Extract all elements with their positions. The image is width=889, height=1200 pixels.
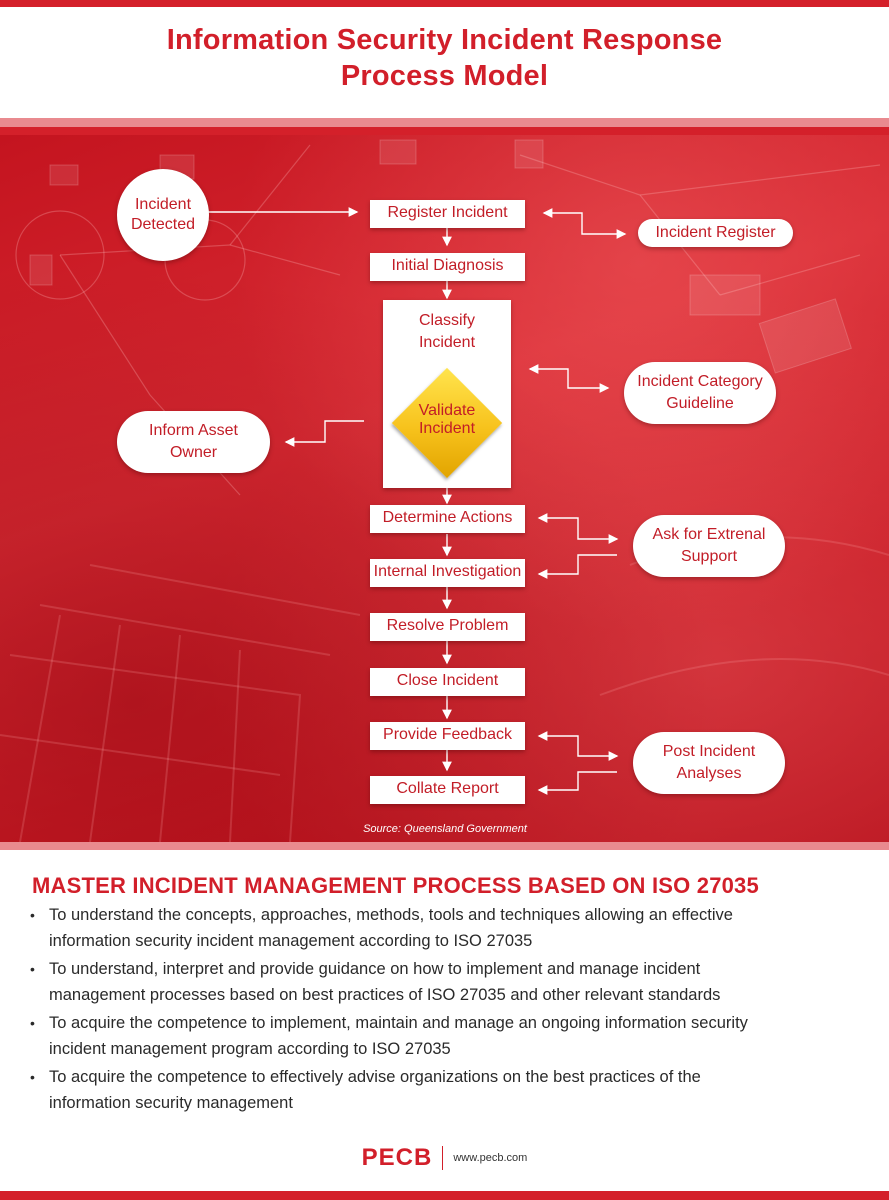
internal-investigation-step: Internal Investigation (370, 559, 525, 587)
course-heading: MASTER INCIDENT MANAGEMENT PROCESS BASED… (32, 873, 759, 898)
inform-line-1: Inform Asset (149, 422, 238, 439)
objective-line-1: To understand the concepts, approaches, … (49, 906, 733, 924)
resolve-problem-step: Resolve Problem (370, 613, 525, 641)
post-line-1: Post Incident (662, 743, 756, 760)
objective-line-2: incident management program according to… (49, 1040, 451, 1058)
external-line-2: Support (680, 548, 738, 565)
classify-incident-step: Classify Incident Validate Incident (383, 300, 511, 488)
objective-item: • To understand the concepts, approaches… (30, 902, 860, 954)
title-line-1: Information Security Incident Response (166, 24, 723, 56)
classify-label: Classify Incident (383, 310, 511, 354)
website-link[interactable]: www.pecb.com (453, 1152, 528, 1164)
incident-category-guideline-node: Incident Category Guideline (624, 362, 776, 424)
inform-asset-owner-node: Inform Asset Owner (117, 411, 270, 473)
close-incident-step: Close Incident (370, 668, 525, 696)
process-diagram-panel: Incident Detected Register Incident Init… (0, 135, 889, 842)
provide-feedback-step: Provide Feedback (370, 722, 525, 750)
objective-line-2: management processes based on best pract… (49, 986, 721, 1004)
source-caption: Source: Queensland Government (363, 823, 527, 835)
stripe-light (0, 118, 889, 127)
page-title: Information Security Incident Response P… (0, 22, 889, 94)
bottom-accent-bar (0, 1191, 889, 1200)
incident-detected-line-2: Detected (130, 216, 196, 233)
objective-line-1: To acquire the competence to effectively… (49, 1068, 701, 1086)
background-decoration (0, 139, 889, 842)
classify-line-2: Incident (418, 334, 476, 351)
register-incident-step: Register Incident (370, 200, 525, 228)
external-line-1: Ask for Extrenal (652, 526, 766, 543)
post-incident-analyses-node: Post Incident Analyses (633, 732, 785, 794)
determine-actions-step: Determine Actions (370, 505, 525, 533)
validate-line-2: Incident (418, 420, 476, 437)
objective-line-2: information security management (49, 1094, 293, 1112)
objective-line-2: information security incident management… (49, 932, 533, 950)
course-objectives-list: • To understand the concepts, approaches… (30, 902, 860, 1118)
validate-label: Validate Incident (383, 402, 511, 438)
stripe-dark (0, 127, 889, 135)
post-line-2: Analyses (676, 765, 742, 782)
bullet-icon: • (30, 1015, 35, 1031)
inform-line-2: Owner (169, 444, 218, 461)
connector-arrows (208, 207, 627, 795)
objective-item: • To acquire the competence to effective… (30, 1064, 860, 1116)
category-line-2: Guideline (666, 395, 734, 412)
objective-line-1: To acquire the competence to implement, … (49, 1014, 748, 1032)
top-accent-bar (0, 0, 889, 7)
objective-item: • To understand, interpret and provide g… (30, 956, 860, 1008)
ask-external-support-node: Ask for Extrenal Support (633, 515, 785, 577)
bullet-icon: • (30, 1069, 35, 1085)
footer-divider (442, 1146, 444, 1170)
bullet-icon: • (30, 961, 35, 977)
incident-register-label: Incident Register (655, 224, 776, 241)
bullet-icon: • (30, 907, 35, 923)
incident-register-node: Incident Register (638, 219, 793, 247)
title-line-2: Process Model (340, 60, 549, 92)
incident-detected-node: Incident Detected (117, 169, 209, 261)
incident-detected-line-1: Incident (134, 196, 192, 213)
footer: PECB www.pecb.com (0, 1143, 889, 1173)
initial-diagnosis-step: Initial Diagnosis (370, 253, 525, 281)
pecb-logo: PECB (361, 1144, 433, 1171)
objective-line-1: To understand, interpret and provide gui… (49, 960, 701, 978)
objective-item: • To acquire the competence to implement… (30, 1010, 860, 1062)
stripe-bottom-light (0, 842, 889, 850)
validate-line-1: Validate (418, 402, 476, 419)
category-line-1: Incident Category (637, 373, 763, 390)
collate-report-step: Collate Report (370, 776, 525, 804)
classify-line-1: Classify (418, 312, 475, 329)
